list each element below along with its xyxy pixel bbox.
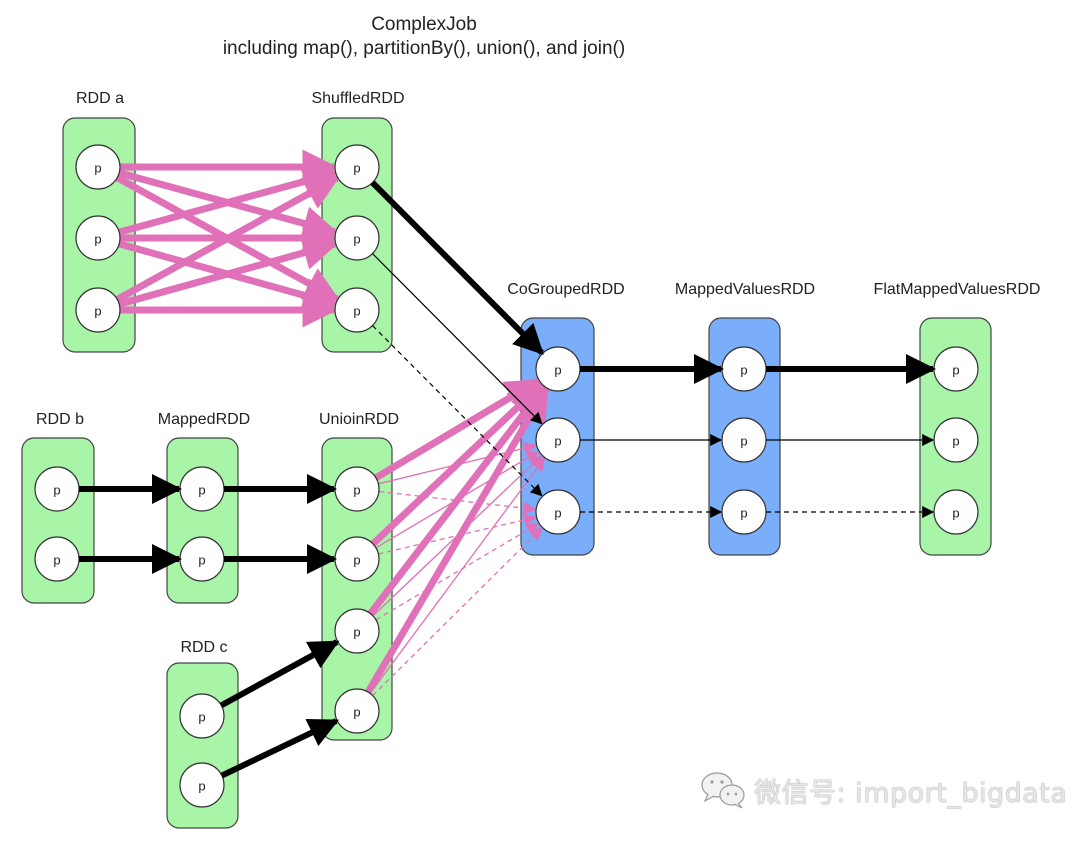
partition-label: p [94, 161, 101, 176]
partition-node: p [535, 346, 581, 392]
rdd-label-cogrouped-rdd: CoGroupedRDD [507, 281, 624, 298]
partition-circle [75, 144, 121, 190]
partition-node: p [933, 417, 979, 463]
partition-label: p [353, 705, 360, 720]
partition-node: p [334, 144, 380, 190]
narrow-dependency-edge [220, 718, 339, 779]
partition-node: p [179, 466, 225, 512]
partition-circle [334, 215, 380, 261]
partition-node: p [75, 144, 121, 190]
partition-label: p [952, 434, 959, 449]
shuffle-edge [367, 384, 547, 616]
partition-label: p [94, 232, 101, 247]
partition-label: p [353, 232, 360, 247]
narrow-dependency-edge [372, 325, 543, 497]
watermark: 微信号: import_bigdata [700, 770, 1067, 810]
partition-node: p [334, 287, 380, 333]
partition-label: p [740, 363, 747, 378]
partition-label: p [198, 553, 205, 568]
partition-label: p [198, 710, 205, 725]
partition-node: p [721, 417, 767, 463]
shuffle-edge [369, 457, 546, 694]
partition-node: p [75, 215, 121, 261]
partition-circle [179, 693, 225, 739]
rdd-label-rdd-c: RDD c [180, 639, 227, 656]
partition-node: p [34, 536, 80, 582]
partition-label: p [94, 304, 101, 319]
partition-label: p [952, 363, 959, 378]
shuffle-edge [372, 527, 543, 696]
partition-node: p [334, 536, 380, 582]
shuffle-edge [115, 175, 340, 303]
partition-node: p [933, 346, 979, 392]
partition-node: p [179, 536, 225, 582]
partition-circle [75, 287, 121, 333]
partition-node: p [535, 489, 581, 535]
partition-node: p [334, 215, 380, 261]
partition-label: p [53, 483, 60, 498]
rdd-label-mapped-rdd: MappedRDD [158, 411, 250, 428]
partition-circle [179, 762, 225, 808]
shuffle-edge [375, 523, 540, 621]
wechat-icon [701, 772, 745, 809]
partition-label: p [554, 506, 561, 521]
partition-node: p [34, 466, 80, 512]
rdd-label-mapped-values-rdd: MappedValuesRDD [675, 281, 815, 298]
partition-label: p [554, 363, 561, 378]
partition-circle [334, 688, 380, 734]
diagram-title: ComplexJob [371, 14, 477, 35]
partition-label: p [353, 304, 360, 319]
rdd-label-flat-mapped-values-rdd: FlatMappedValuesRDD [874, 281, 1041, 298]
partition-label: p [198, 779, 205, 794]
narrow-dependency-edge [372, 253, 543, 425]
partition-circle [75, 215, 121, 261]
partition-label: p [353, 625, 360, 640]
narrow-dependency-edge [219, 639, 340, 709]
partition-circle [334, 287, 380, 333]
shuffle-edge [118, 164, 339, 236]
partition-node: p [75, 287, 121, 333]
partition-label: p [740, 434, 747, 449]
partition-node: p [933, 489, 979, 535]
shuffle-edge [118, 235, 339, 308]
partition-label: p [353, 553, 360, 568]
rdd-label-union-rdd: UnioinRDD [319, 411, 399, 428]
rdd-label-rdd-b: RDD b [36, 411, 84, 428]
partition-node: p [334, 608, 380, 654]
partition-circle [334, 144, 380, 190]
partition-node: p [179, 693, 225, 739]
partition-node: p [179, 762, 225, 808]
partition-label: p [353, 483, 360, 498]
shuffle-edge [365, 385, 550, 694]
watermark-text: 微信号: import_bigdata [754, 777, 1068, 809]
rdd-label-shuffled-rdd: ShuffledRDD [311, 90, 404, 107]
partition-circle [334, 608, 380, 654]
partition-label: p [53, 553, 60, 568]
partition-node: p [334, 688, 380, 734]
partition-node: p [334, 466, 380, 512]
partition-node: p [535, 417, 581, 463]
partition-label: p [740, 506, 747, 521]
partition-node: p [721, 489, 767, 535]
partition-node: p [721, 346, 767, 392]
rdd-label-rdd-a: RDD a [76, 90, 124, 107]
partition-label: p [952, 506, 959, 521]
diagram-subtitle: including map(), partitionBy(), union(),… [223, 38, 625, 59]
partition-label: p [198, 483, 205, 498]
narrow-dependency-edge [370, 180, 544, 355]
partition-label: p [554, 434, 561, 449]
partition-label: p [353, 161, 360, 176]
